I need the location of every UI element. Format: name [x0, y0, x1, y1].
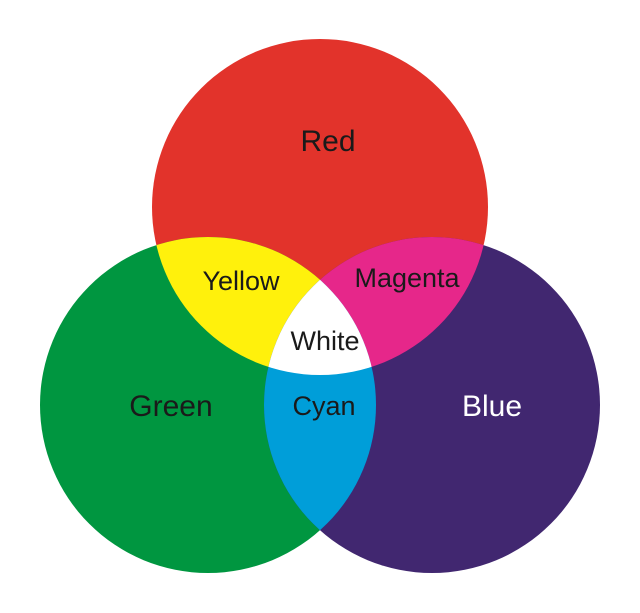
cyan-label: Cyan — [292, 391, 355, 421]
yellow-label: Yellow — [202, 266, 280, 296]
red-label: Red — [300, 125, 355, 158]
magenta-label: Magenta — [354, 263, 460, 293]
green-label: Green — [129, 390, 212, 423]
blue-label: Blue — [462, 390, 522, 423]
white-label: White — [290, 326, 359, 356]
white-overlap — [264, 237, 376, 375]
